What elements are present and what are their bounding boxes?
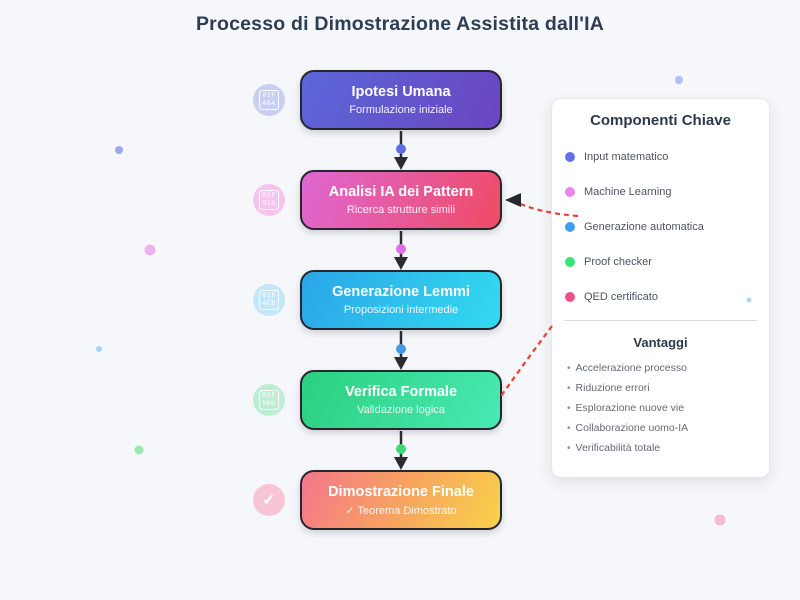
connector-dot bbox=[396, 344, 406, 354]
legend-label: QED certificato bbox=[584, 290, 658, 303]
legend-label: Machine Learning bbox=[584, 185, 672, 198]
arrowhead-left-icon bbox=[505, 193, 521, 207]
check-glyph: ✓ bbox=[262, 492, 276, 509]
key-components-panel: Componenti Chiave Input matematico Machi… bbox=[551, 98, 770, 478]
legend-label: Generazione automatica bbox=[584, 220, 704, 233]
legend-label: Input matematico bbox=[584, 150, 669, 163]
step-subtitle: Formulazione iniziale bbox=[349, 104, 453, 116]
decorative-dot bbox=[134, 445, 144, 455]
connector-4 bbox=[394, 431, 408, 470]
benefit-item: • Riduzione errori bbox=[567, 382, 650, 394]
legend-item: Generazione automatica bbox=[565, 209, 761, 244]
flow-step-verifica-formale: Verifica Formale Validazione logica bbox=[300, 370, 502, 430]
legend-label: Proof checker bbox=[584, 255, 652, 268]
page-title: Processo di Dimostrazione Assistita dall… bbox=[195, 13, 605, 35]
benefits-list: • Accelerazione processo • Riduzione err… bbox=[567, 358, 761, 458]
legend-dot bbox=[565, 221, 575, 232]
connector-dot bbox=[396, 444, 406, 454]
panel-title: Componenti Chiave bbox=[590, 112, 731, 129]
flow-step-ipotesi-umana: Ipotesi Umana Formulazione iniziale bbox=[300, 70, 502, 130]
step-subtitle: Validazione logica bbox=[357, 404, 445, 416]
check-icon: ✓ bbox=[253, 484, 285, 516]
step-title: Generazione Lemmi bbox=[332, 284, 470, 300]
benefit-item: • Accelerazione processo bbox=[567, 362, 687, 374]
legend-item: Proof checker bbox=[565, 244, 761, 279]
decorative-dot bbox=[675, 76, 683, 84]
dashed-link-to-verifica bbox=[500, 325, 553, 397]
legend-dot bbox=[565, 291, 575, 302]
arrowhead-down-icon bbox=[394, 257, 408, 270]
connector-dot bbox=[396, 244, 406, 254]
legend-dot bbox=[565, 186, 575, 197]
arrowhead-down-icon bbox=[394, 157, 408, 170]
step-subtitle: Proposizioni intermedie bbox=[343, 304, 459, 316]
step-subtitle: ✓ Teorema Dimostrato bbox=[345, 504, 457, 517]
connector-3 bbox=[394, 331, 408, 370]
legend-item: QED certificato bbox=[565, 279, 761, 314]
step-title: Ipotesi Umana bbox=[351, 84, 451, 100]
step-title: Dimostrazione Finale bbox=[328, 483, 474, 500]
step-subtitle: Ricerca strutture simili bbox=[346, 204, 456, 216]
panel-divider bbox=[564, 320, 757, 321]
connector-1 bbox=[394, 131, 408, 170]
benefit-item: • Esplorazione nuove vie bbox=[567, 402, 685, 414]
benefits-title: Vantaggi bbox=[633, 335, 688, 350]
arrowhead-down-icon bbox=[394, 457, 408, 470]
decorative-dot bbox=[714, 514, 726, 526]
legend-dot bbox=[565, 256, 575, 267]
decorative-dot bbox=[144, 244, 156, 256]
flow-step-dimostrazione-finale: Dimostrazione Finale ✓ Teorema Dimostrat… bbox=[300, 470, 502, 530]
step-title: Verifica Formale bbox=[344, 384, 458, 400]
benefit-item: • Collaborazione uomo-IA bbox=[567, 422, 689, 434]
decorative-dot bbox=[96, 346, 102, 352]
step-title: Analisi IA dei Pattern bbox=[328, 184, 474, 200]
flow-step-generazione-lemmi: Generazione Lemmi Proposizioni intermedi… bbox=[300, 270, 502, 330]
legend-item: Machine Learning bbox=[565, 174, 761, 209]
connector-dot bbox=[396, 144, 406, 154]
legend: Input matematico Machine Learning Genera… bbox=[565, 139, 761, 314]
arrowhead-down-icon bbox=[394, 357, 408, 370]
legend-dot bbox=[565, 151, 575, 162]
benefit-item: • Verificabilità totale bbox=[567, 442, 661, 454]
decorative-dot bbox=[115, 146, 123, 154]
flow-step-analisi-ia: Analisi IA dei Pattern Ricerca strutture… bbox=[300, 170, 502, 230]
connector-2 bbox=[394, 231, 408, 270]
legend-item: Input matematico bbox=[565, 139, 761, 174]
